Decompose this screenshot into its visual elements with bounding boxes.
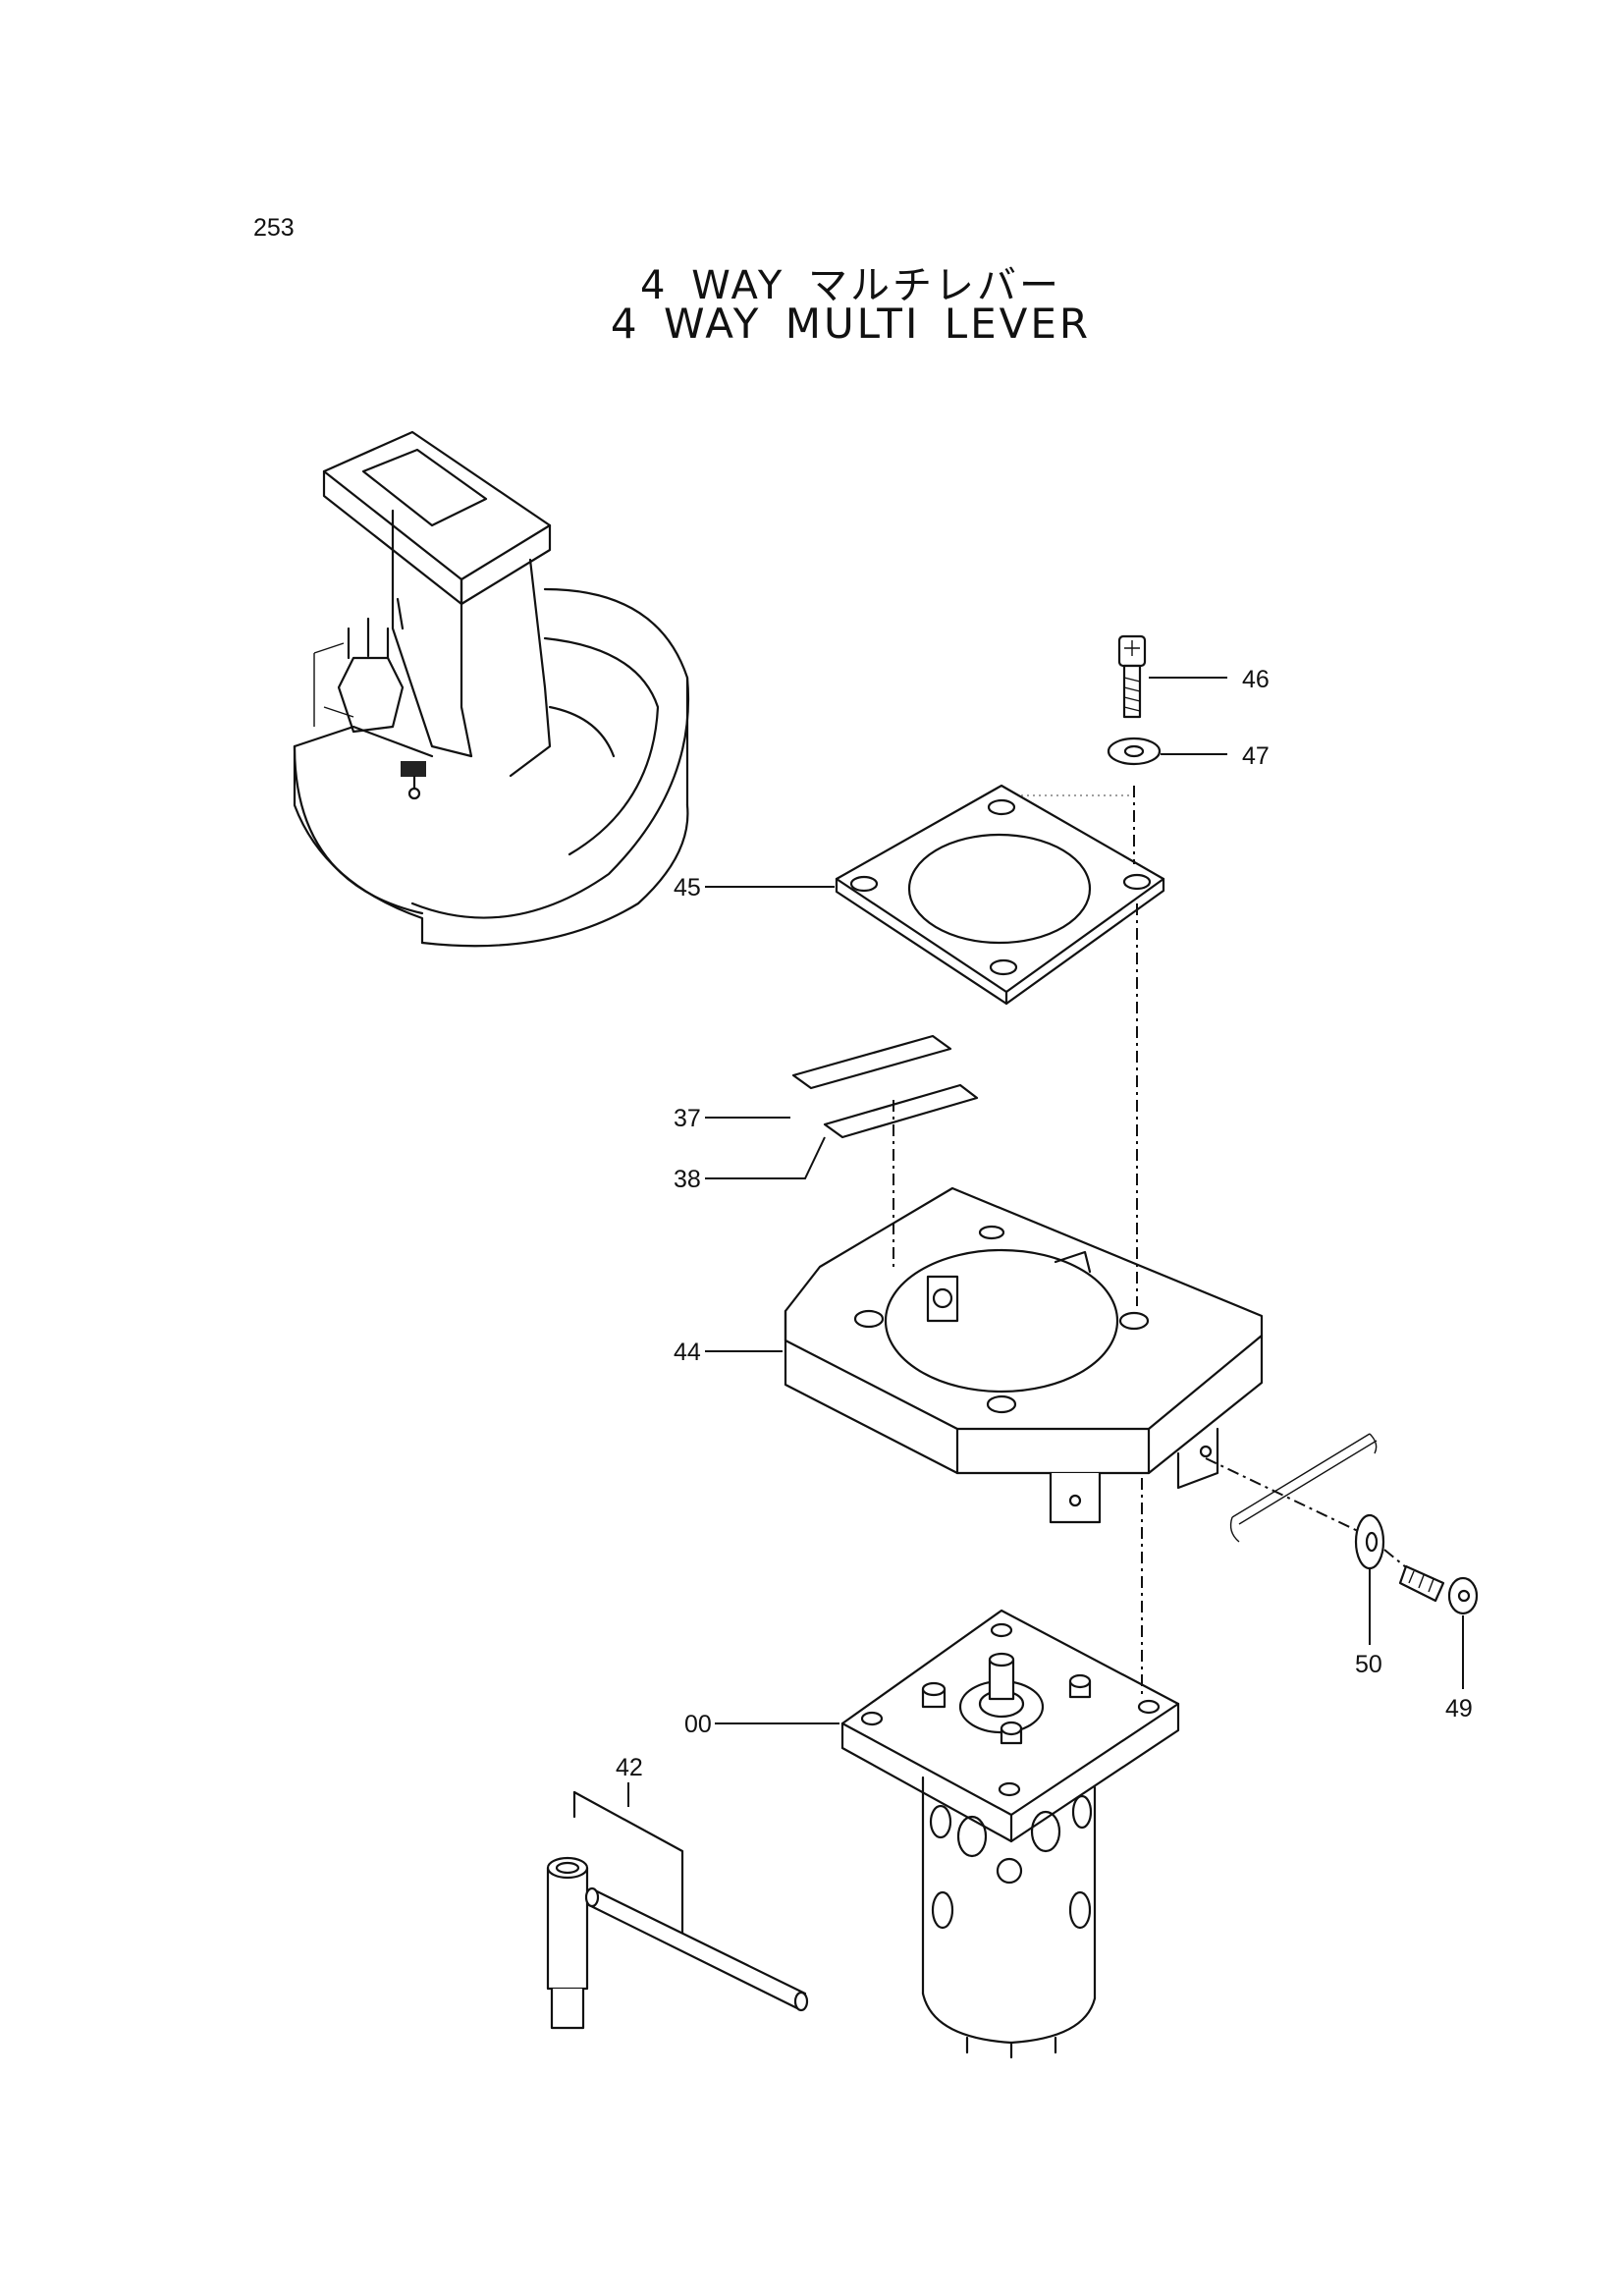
label-plate-38 <box>823 1083 979 1139</box>
callout-49: 49 <box>1445 1695 1473 1722</box>
callout-44: 44 <box>674 1339 701 1366</box>
valve-assembly-00 <box>840 1609 1180 2059</box>
callout-38: 38 <box>674 1166 701 1193</box>
washer-50 <box>1354 1513 1385 1570</box>
bracket-44 <box>784 1186 1264 1524</box>
callout-42: 42 <box>616 1754 643 1781</box>
washer-47 <box>1107 737 1162 766</box>
callout-37: 37 <box>674 1105 701 1132</box>
tool-42 <box>546 1790 809 2030</box>
label-plate-37 <box>791 1034 952 1090</box>
callout-50: 50 <box>1355 1651 1382 1678</box>
callout-00: 00 <box>684 1711 712 1738</box>
page-number: 253 <box>253 214 295 242</box>
callout-46: 46 <box>1242 666 1270 693</box>
machine-overview-illustration <box>293 430 690 948</box>
title-english: 4 WAY MULTI LEVER <box>610 300 1092 348</box>
callout-45: 45 <box>674 874 701 902</box>
bolt-49 <box>1398 1564 1479 1615</box>
bolt-46 <box>1117 634 1147 719</box>
title-japanese: 4 WAY マルチレバー <box>640 263 1061 308</box>
callout-47: 47 <box>1242 742 1270 770</box>
gasket-plate-45 <box>835 784 1165 1006</box>
